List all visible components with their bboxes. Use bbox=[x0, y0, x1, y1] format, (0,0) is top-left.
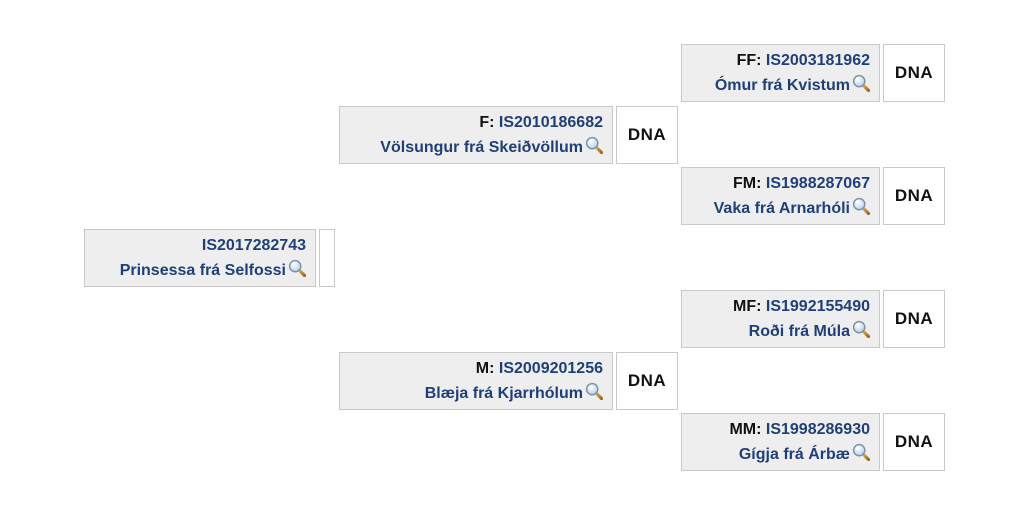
ff-dna-box[interactable]: DNA bbox=[883, 44, 945, 102]
fm-name-link[interactable]: Vaka frá Arnarhóli bbox=[713, 200, 850, 217]
mf-reg-link[interactable]: IS1992155490 bbox=[765, 298, 870, 315]
mm-reg-link[interactable]: IS1998286930 bbox=[765, 421, 870, 438]
mother-dna-box[interactable]: DNA bbox=[616, 352, 678, 410]
father-dna-box[interactable]: DNA bbox=[616, 106, 678, 164]
magnifier-icon[interactable] bbox=[852, 320, 870, 338]
fm-dna-box[interactable]: DNA bbox=[883, 167, 945, 225]
magnifier-icon[interactable] bbox=[585, 382, 603, 400]
ff-role-label: FF: bbox=[736, 52, 762, 69]
mf-name-link[interactable]: Roði frá Múla bbox=[748, 323, 850, 340]
magnifier-icon[interactable] bbox=[288, 259, 306, 277]
mm-dna-box[interactable]: DNA bbox=[883, 413, 945, 471]
mf-horse-box: MF: IS1992155490 Roði frá Múla bbox=[681, 290, 880, 348]
father-name-link[interactable]: Völsungur frá Skeiðvöllum bbox=[380, 139, 583, 156]
fm-reg-link[interactable]: IS1988287067 bbox=[765, 175, 870, 192]
mf-role-label: MF: bbox=[733, 298, 762, 315]
ff-reg-link[interactable]: IS2003181962 bbox=[765, 52, 870, 69]
ff-horse-box: FF: IS2003181962 Ómur frá Kvistum bbox=[681, 44, 880, 102]
mm-role-label: MM: bbox=[729, 421, 762, 438]
mother-name-link[interactable]: Blæja frá Kjarrhólum bbox=[424, 385, 583, 402]
father-horse-box: F: IS2010186682 Völsungur frá Skeiðvöllu… bbox=[339, 106, 613, 164]
magnifier-icon[interactable] bbox=[852, 74, 870, 92]
subject-name-link[interactable]: Prinsessa frá Selfossi bbox=[119, 262, 286, 279]
magnifier-icon[interactable] bbox=[585, 136, 603, 154]
mother-horse-box: M: IS2009201256 Blæja frá Kjarrhólum bbox=[339, 352, 613, 410]
magnifier-icon[interactable] bbox=[852, 197, 870, 215]
mother-role-label: M: bbox=[475, 360, 495, 377]
fm-role-label: FM: bbox=[733, 175, 762, 192]
ff-name-link[interactable]: Ómur frá Kvistum bbox=[714, 77, 850, 94]
fm-horse-box: FM: IS1988287067 Vaka frá Arnarhóli bbox=[681, 167, 880, 225]
mm-horse-box: MM: IS1998286930 Gígja frá Árbæ bbox=[681, 413, 880, 471]
magnifier-icon[interactable] bbox=[852, 443, 870, 461]
mm-name-link[interactable]: Gígja frá Árbæ bbox=[738, 446, 850, 463]
mf-dna-box[interactable]: DNA bbox=[883, 290, 945, 348]
subject-reg-link[interactable]: IS2017282743 bbox=[201, 237, 306, 254]
subject-dna-box bbox=[319, 229, 335, 287]
father-role-label: F: bbox=[479, 114, 495, 131]
mother-reg-link[interactable]: IS2009201256 bbox=[498, 360, 603, 377]
subject-horse-box: IS2017282743 Prinsessa frá Selfossi bbox=[84, 229, 316, 287]
father-reg-link[interactable]: IS2010186682 bbox=[498, 114, 603, 131]
